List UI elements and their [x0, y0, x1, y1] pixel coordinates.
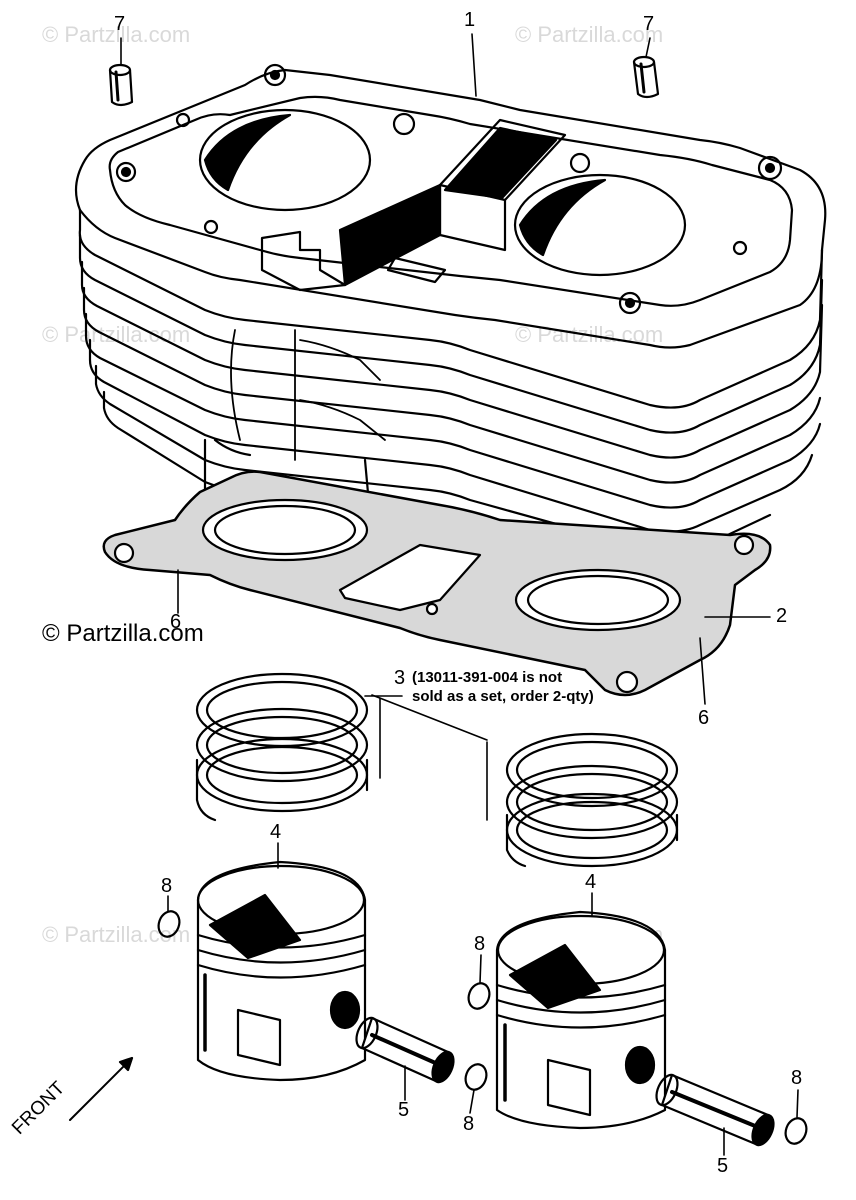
piston-right — [495, 910, 667, 1130]
callout-6: 6 — [170, 611, 182, 633]
piston-pin-left — [355, 1016, 455, 1084]
note-line-1: (13011-391-004 is not — [412, 669, 563, 686]
callout-7: 7 — [114, 13, 126, 35]
piston-ring-set-left — [195, 672, 369, 822]
watermark: © Partzilla.com — [42, 922, 191, 947]
leader-lines — [120, 33, 799, 1156]
piston-pin-clips — [157, 910, 808, 1145]
copyright-label: © Partzilla.com — [42, 620, 204, 647]
callout-2: 2 — [776, 605, 788, 627]
watermark: © Partzilla.com — [42, 22, 191, 47]
callout-3: 3 — [394, 667, 406, 689]
base-gasket — [102, 470, 772, 697]
callout-5: 5 — [398, 1099, 410, 1121]
callout-8: 8 — [474, 933, 486, 955]
piston-left — [196, 860, 367, 1082]
callout-8: 8 — [791, 1067, 803, 1089]
callout-8: 8 — [161, 875, 173, 897]
callout-4: 4 — [585, 871, 597, 893]
callout-7: 7 — [643, 13, 655, 35]
watermark: © Partzilla.com — [42, 322, 191, 347]
piston-ring-set-right — [505, 732, 679, 868]
piston-pin-right — [655, 1073, 775, 1147]
dowel-pin-left — [108, 63, 134, 107]
callout-5: 5 — [717, 1155, 729, 1177]
dowel-pin-right — [632, 55, 660, 99]
callout-8: 8 — [463, 1113, 475, 1135]
ring-set-note: (13011-391-004 is not sold as a set, ord… — [412, 668, 594, 706]
note-line-2: sold as a set, order 2-qty) — [412, 688, 594, 705]
front-arrow-icon — [69, 1056, 134, 1121]
callout-4: 4 — [270, 821, 282, 843]
callout-1: 1 — [464, 9, 476, 31]
watermark: © Partzilla.com — [515, 22, 664, 47]
callout-6: 6 — [698, 707, 710, 729]
